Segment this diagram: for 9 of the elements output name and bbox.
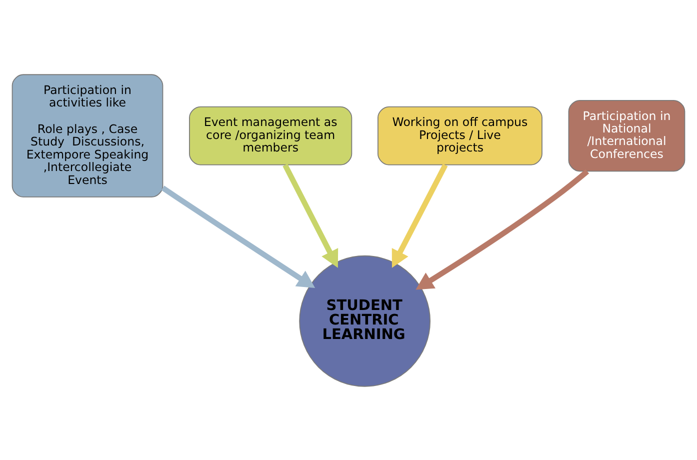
node-box: Participation in National /International Conferences (568, 100, 686, 172)
arrow (161, 185, 316, 288)
node-box: Event management as core /organizing team members (189, 106, 352, 165)
arrow (392, 163, 448, 268)
arrow (282, 163, 338, 268)
arrow (416, 168, 590, 290)
node-box: Participation in activities like Role plays , Case Study Discussions, Extempore Speaking ,Intercollegiate Events (12, 74, 164, 197)
node-box: Working on off campus Projects / Live projects (378, 106, 542, 165)
node-circle: STUDENT CENTRIC LEARNING (299, 254, 431, 386)
